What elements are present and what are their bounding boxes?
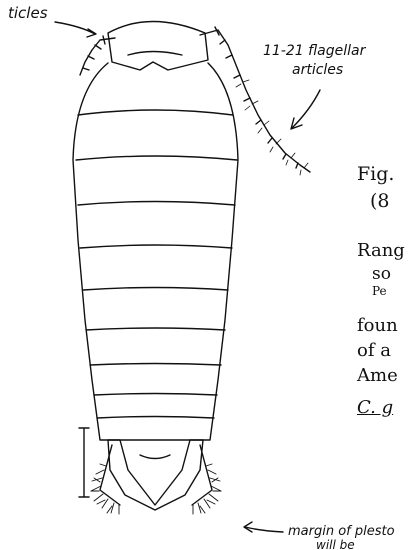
- range-line-3: Pe: [372, 284, 387, 298]
- found-line-2: of a: [357, 340, 391, 361]
- flagellar-label-line1: 11-21 flagellar: [263, 43, 367, 59]
- flagellar-label-line2: articles: [292, 62, 343, 78]
- head: [108, 22, 208, 71]
- antennule-segments: [83, 36, 105, 70]
- figure-label: Fig.: [357, 163, 394, 185]
- pleotelson: [108, 440, 203, 510]
- articles-arrow: [55, 22, 95, 34]
- uropod-left: [100, 445, 120, 505]
- segment-line: [78, 202, 235, 206]
- range-line-2: so: [372, 264, 391, 284]
- pleotelson-midline: [140, 455, 170, 459]
- segment-line: [86, 328, 225, 330]
- head-eye-notch: [128, 52, 182, 56]
- segment-line: [97, 417, 214, 419]
- segment-line: [90, 364, 221, 366]
- articles-label: ticles: [8, 4, 48, 22]
- body-outline: [73, 63, 238, 440]
- segment-line: [94, 394, 217, 396]
- segment-line: [76, 156, 237, 160]
- segment-line: [78, 110, 233, 115]
- found-line-3: Ame: [357, 365, 398, 386]
- antenna-setae: [236, 80, 308, 175]
- range-heading: Rang: [357, 240, 405, 261]
- found-line-1: foun: [357, 315, 398, 336]
- scale-bar: [79, 428, 89, 497]
- segment-line: [80, 245, 232, 248]
- species-name: C. g: [357, 397, 393, 418]
- uropod-right: [192, 445, 212, 505]
- flagellar-arrow: [292, 90, 320, 128]
- figure-scale: (8: [370, 190, 390, 212]
- margin-label-line2: will be: [316, 538, 355, 550]
- margin-label-line1: margin of plesto: [288, 524, 395, 539]
- segment-line: [83, 288, 228, 291]
